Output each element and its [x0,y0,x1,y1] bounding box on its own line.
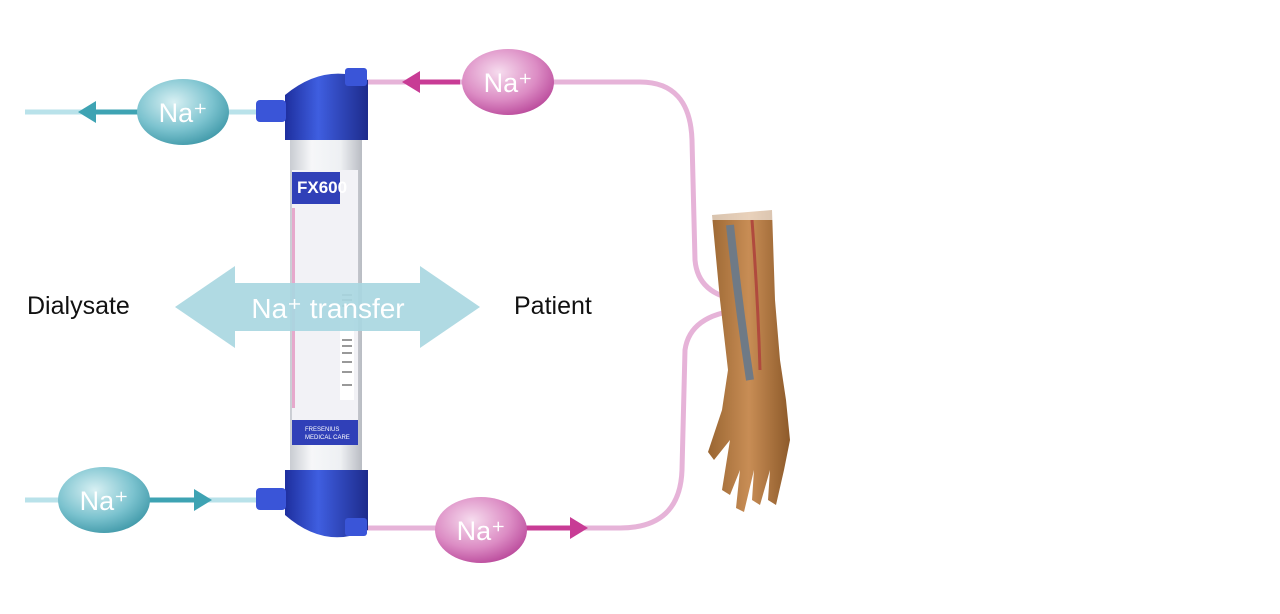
transfer-label: Na⁺ transfer [251,293,404,324]
svg-text:FRESENIUS: FRESENIUS [305,427,339,433]
ion-bottom-left [58,467,150,533]
dialysate-label: Dialysate [27,292,130,320]
dialyzer-top-cap [285,73,368,140]
patient-label: Patient [514,292,592,320]
ion-top-left [137,79,229,145]
dialysate-in-arrowhead [194,489,212,511]
ion-top-right [462,49,554,115]
blood-return-tube [365,307,741,531]
blood-out-arrowhead [570,517,588,539]
ion-bottom-right [435,497,527,563]
blood-in-arrowhead [402,71,420,93]
svg-text:MEDICAL CARE: MEDICAL CARE [305,435,350,441]
ion-label-top-left: Na⁺ [159,98,208,128]
na-transfer-double-arrow [175,266,480,348]
blood-outflow-tube [365,79,741,303]
dialysate-out-arrowhead [78,101,96,123]
ion-label-bottom-left: Na⁺ [80,486,129,516]
ion-label-top-right: Na⁺ [484,68,533,98]
dialyzer-model-logo: FX600 [297,178,347,197]
ion-label-bottom-right: Na⁺ [457,516,506,546]
patient-arm-illustration [700,205,790,512]
